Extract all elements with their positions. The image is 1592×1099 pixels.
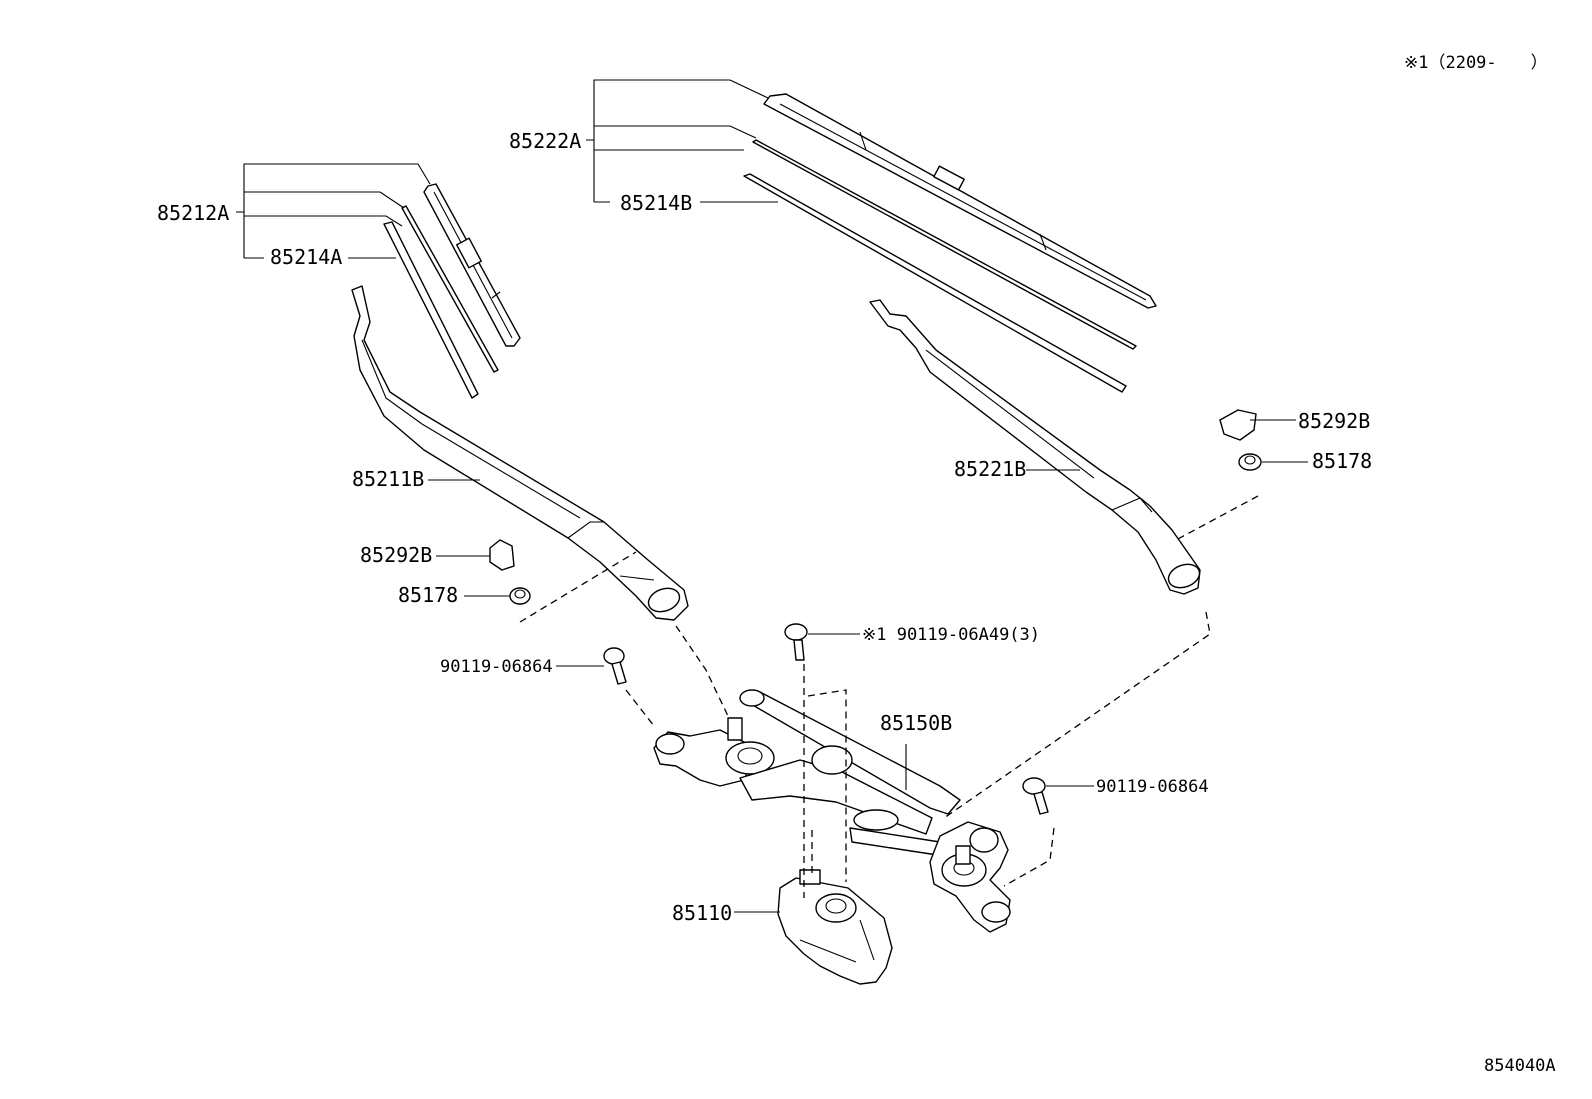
right-nut-85178 <box>1238 453 1262 471</box>
left-blade-refill-85214A <box>383 221 479 399</box>
leader-85212A-bracket <box>236 163 418 259</box>
label-85214A: 85214A <box>270 245 342 269</box>
label-85178-left: 85178 <box>398 583 458 607</box>
label-85221B: 85221B <box>954 457 1026 481</box>
right-wiper-blade <box>763 93 1157 309</box>
bolt-90119-06A49 <box>784 623 808 661</box>
label-90119-06A49: ※1 90119-06A49(3) <box>862 625 1040 645</box>
label-85292B-left: 85292B <box>360 543 432 567</box>
right-blade-refill-85214B <box>743 173 1127 393</box>
assembly-guide-lines <box>519 495 1259 898</box>
label-85211B: 85211B <box>352 467 424 491</box>
label-90119-06864-right: 90119-06864 <box>1096 777 1209 797</box>
right-wiper-arm <box>869 299 1201 595</box>
label-85222A: 85222A <box>509 129 581 153</box>
left-nut-85178 <box>509 587 531 605</box>
label-85110: 85110 <box>672 901 732 925</box>
left-cap-85292B <box>489 539 515 571</box>
label-85150B: 85150B <box>880 711 952 735</box>
label-85292B-right: 85292B <box>1298 409 1370 433</box>
leader-85222A-bracket <box>586 79 757 203</box>
left-bolt-90119-06864 <box>603 647 627 685</box>
right-bolt-90119-06864 <box>1022 777 1049 815</box>
label-85214B: 85214B <box>620 191 692 215</box>
right-cap-85292B <box>1219 409 1257 441</box>
label-85178-right: 85178 <box>1312 449 1372 473</box>
left-wiper-arm <box>351 285 689 621</box>
label-85212A: 85212A <box>157 201 229 225</box>
revision-note: ※1（2209- ） <box>1404 53 1548 73</box>
diagram-code: 854040A <box>1484 1056 1556 1076</box>
label-90119-06864-left: 90119-06864 <box>440 657 553 677</box>
left-wiper-blade <box>423 183 521 347</box>
wiper-motor-85110 <box>777 869 893 985</box>
left-blade-rubber-insert <box>401 205 499 373</box>
right-blade-rubber-insert <box>752 139 1137 350</box>
